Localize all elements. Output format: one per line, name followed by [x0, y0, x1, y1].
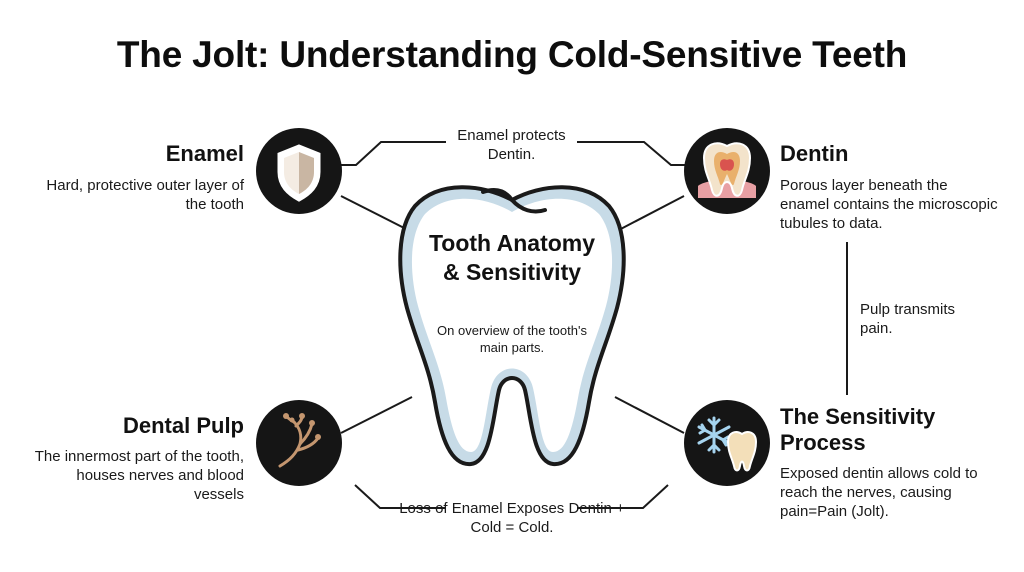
tooth-cross-section-icon — [698, 142, 756, 198]
enamel-heading: Enamel — [165, 141, 244, 166]
snowflake-tooth-icon — [697, 416, 758, 472]
note-enamel-protects: Enamel protects Dentin. — [457, 127, 566, 163]
center-title: Tooth Anatomy & Sensitivity — [428, 230, 596, 285]
sensitivity-heading: The Sensitivity Process — [780, 404, 936, 455]
enamel-description: Hard, protective outer layer of the toot… — [46, 177, 244, 213]
shield-icon — [277, 144, 321, 202]
enamel-icon-circle — [256, 128, 342, 214]
dentin-heading: Dentin — [780, 141, 849, 166]
center-subtitle: On overview of the tooth's main parts. — [437, 323, 587, 355]
dentin-icon-circle — [684, 128, 770, 214]
pulp-heading: Dental Pulp — [122, 413, 244, 438]
pulp-description: The innermost part of the tooth, houses … — [34, 448, 244, 503]
nerve-icon — [278, 413, 321, 468]
note-loss-of-enamel: Loss of Enamel Exposes Dentin + Cold = C… — [399, 500, 625, 536]
page-title: The Jolt: Understanding Cold-Sensitive T… — [116, 34, 908, 75]
pulp-icon-circle — [256, 400, 342, 486]
note-pulp-transmits: Pulp transmits pain. — [860, 301, 956, 337]
sensitivity-description: Exposed dentin allows cold to reach the … — [780, 465, 978, 520]
dentin-description: Porous layer beneath the enamel contains… — [780, 177, 998, 232]
sensitivity-icon-circle — [684, 400, 770, 486]
tooth-outline — [398, 185, 626, 467]
